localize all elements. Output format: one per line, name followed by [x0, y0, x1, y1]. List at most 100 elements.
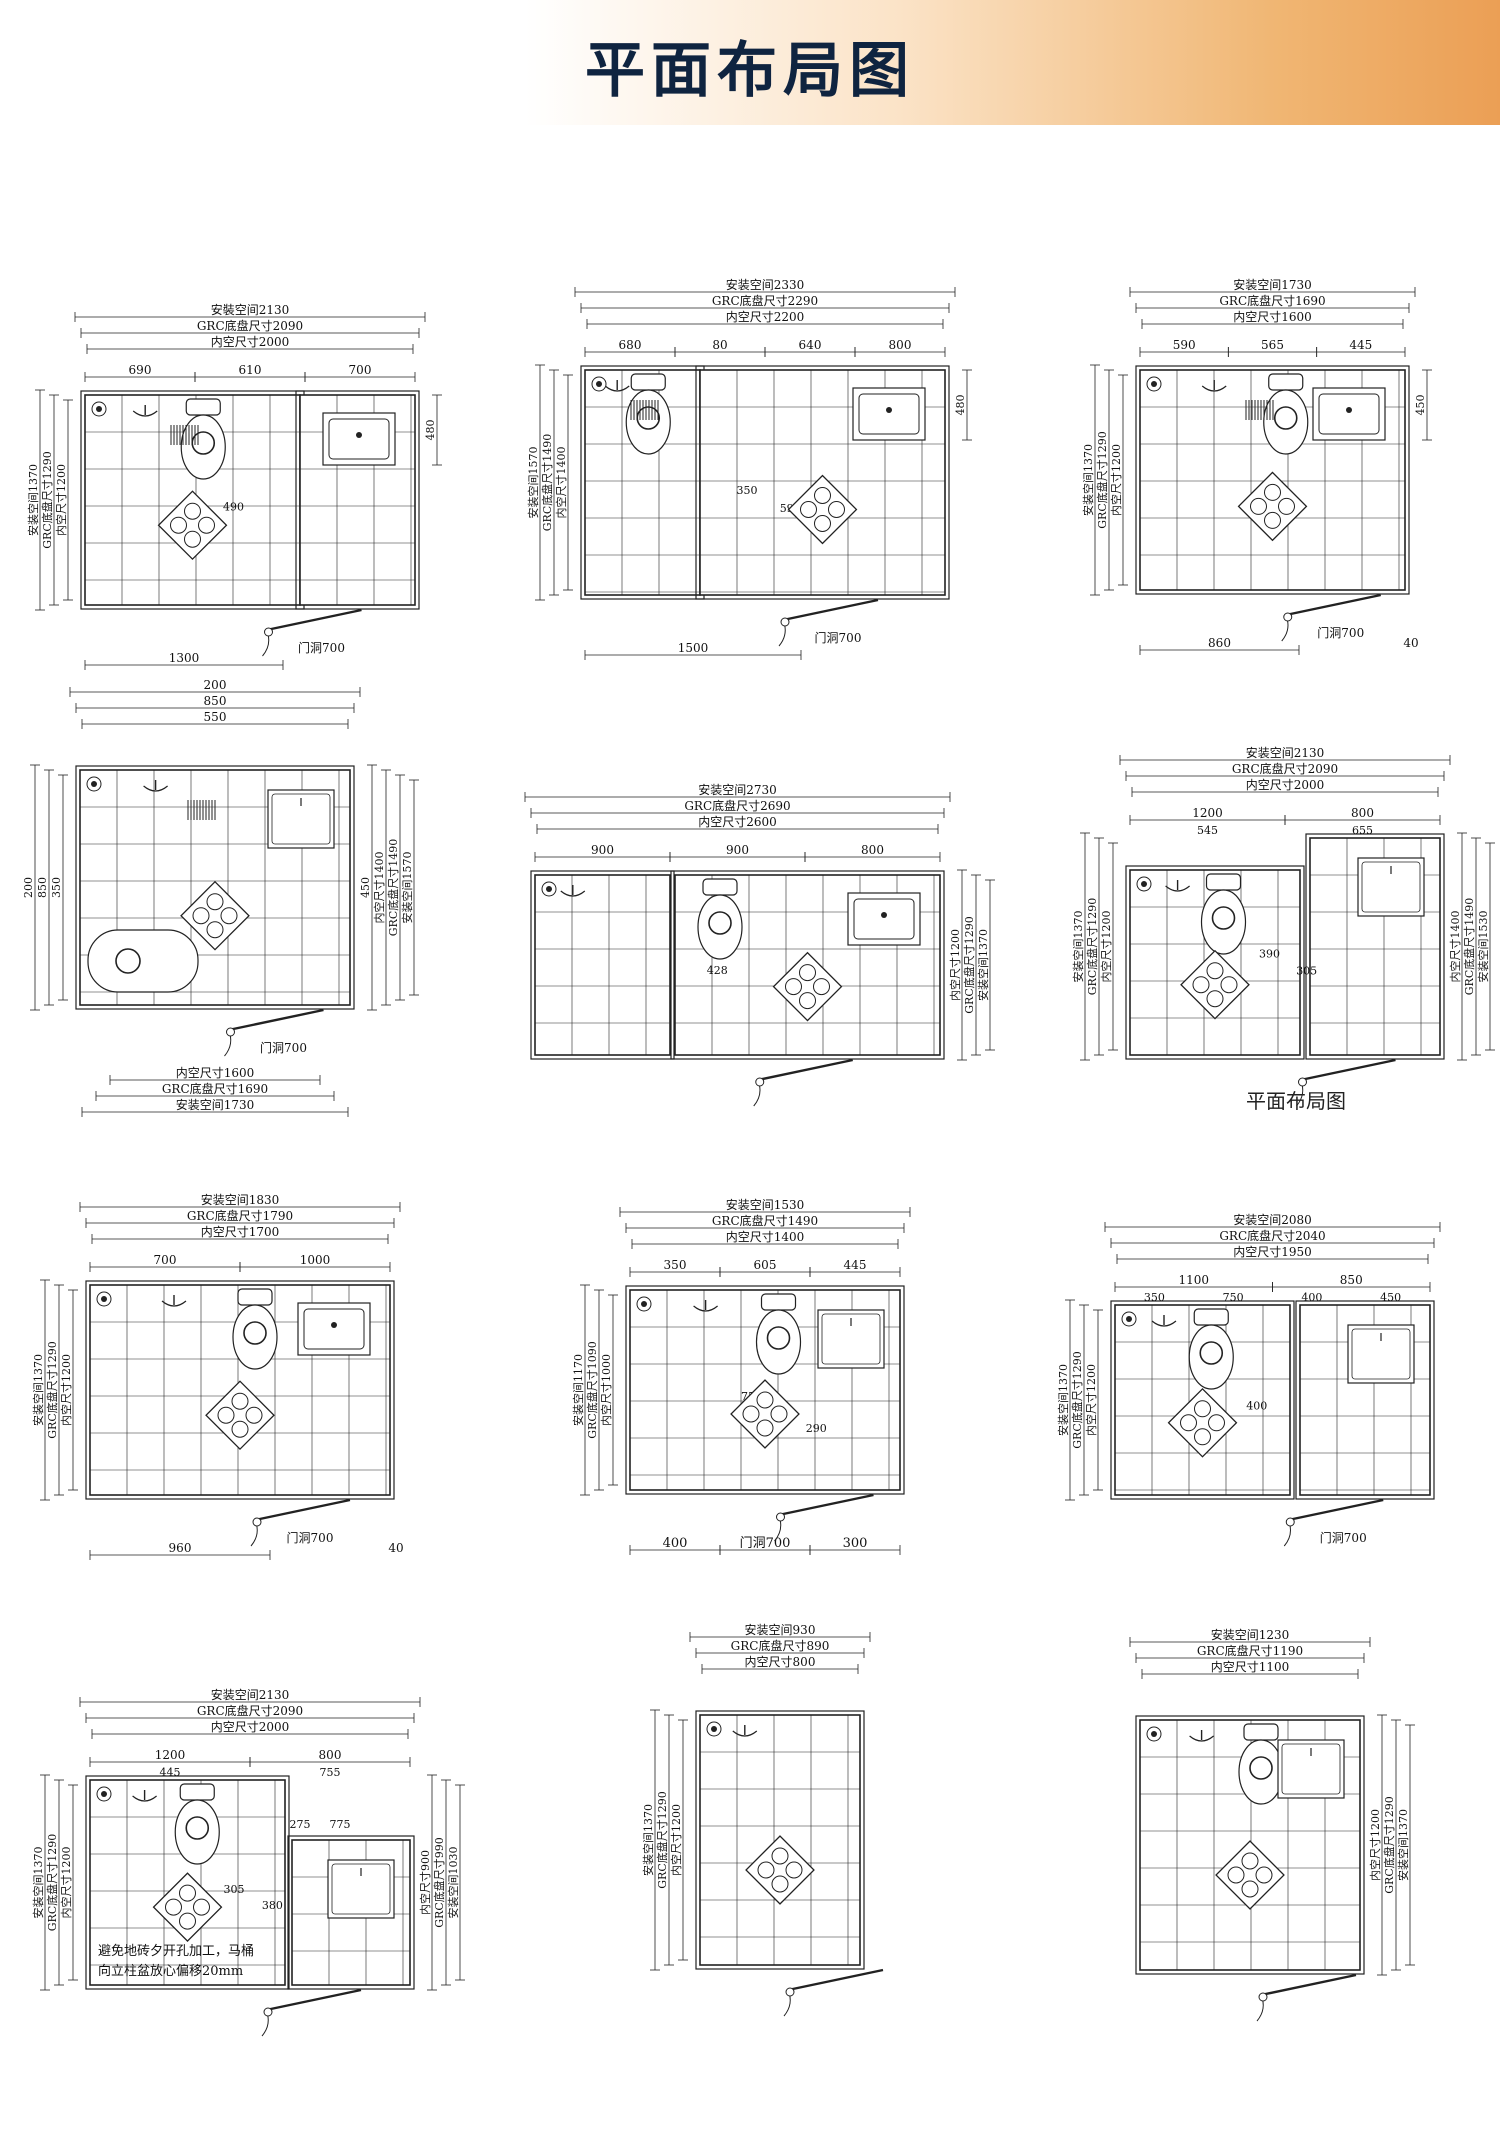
door-hinge	[1258, 1992, 1268, 2002]
shower-icon	[179, 1912, 196, 1930]
shower-icon	[785, 978, 802, 996]
door-icon	[261, 1988, 362, 2037]
floor-drain-icon	[101, 1791, 107, 1797]
dimension-label: GRC底盘尺寸1490	[712, 1213, 818, 1228]
door-icon	[1256, 1973, 1357, 2022]
room-outer-wall	[1135, 1715, 1365, 1975]
dimension-label: GRC底盘尺寸1290	[1095, 431, 1109, 528]
toilet-icon	[1193, 1308, 1229, 1326]
dimension-label: GRC底盘尺寸2090	[197, 318, 303, 333]
door-icon	[753, 1058, 853, 1107]
floor-drain-icon	[641, 1301, 647, 1307]
dimension-label: 向立柱盆放心偏移20mm	[98, 1963, 243, 1979]
cabinet-icon	[331, 1863, 391, 1915]
room-outer-wall	[85, 1775, 290, 1990]
shower-icon	[1220, 976, 1238, 994]
dimension-label: 900	[591, 843, 614, 857]
dimension-label: GRC底盘尺寸2290	[712, 293, 818, 308]
toilet-icon	[1263, 389, 1309, 455]
dimension-label: GRC底盘尺寸1290	[1382, 1796, 1396, 1893]
basin-icon	[161, 1300, 187, 1307]
floor-drain-icon	[101, 1296, 107, 1302]
basin-icon	[693, 1305, 718, 1312]
floor-drain-icon	[96, 406, 102, 412]
dimension-label: 550	[204, 710, 227, 724]
shower-icon	[828, 501, 845, 518]
drawing-line	[757, 1058, 853, 1082]
dimension-label: 400	[1301, 1291, 1322, 1304]
dimension-label: 200	[22, 877, 35, 898]
dimension-label: 1200	[155, 1748, 186, 1762]
room-inner-wall	[534, 874, 671, 1056]
dimension-label: 490	[223, 501, 244, 514]
dimension-label: 门洞700	[298, 640, 345, 655]
dimension-label: 450	[1414, 395, 1427, 416]
drawing-line	[254, 1498, 351, 1522]
basin-icon	[560, 890, 586, 897]
dimension-label: 850	[1340, 1273, 1363, 1287]
dimension-label: GRC底盘尺寸1290	[962, 916, 976, 1013]
sink-icon	[1312, 387, 1386, 441]
dimension-label: 445	[844, 1258, 867, 1272]
dimension-label: 655	[1352, 824, 1373, 837]
door-hinge	[1298, 1077, 1307, 1087]
dimension-label: 300	[843, 1536, 868, 1551]
room-outer-wall	[625, 1285, 905, 1495]
dimension-label: 445	[1349, 338, 1372, 352]
floor-drain-icon	[1126, 1316, 1132, 1322]
dimension-label: 安装空间1170	[571, 1354, 585, 1426]
shower-icon	[742, 1405, 760, 1423]
basin-icon	[132, 410, 158, 417]
dimension-label: 275	[290, 1818, 311, 1831]
dimension-label: 内空尺寸1400	[1448, 911, 1462, 983]
drawing-line	[778, 1493, 874, 1517]
dimension-label: 内空尺寸1200	[1109, 444, 1123, 516]
shower-icon	[1167, 1387, 1238, 1458]
dimension-label: 内空尺寸1200	[1368, 1809, 1382, 1881]
shower-icon	[1227, 1866, 1245, 1884]
door-hinge	[263, 2007, 273, 2017]
room-outer-wall	[695, 1710, 865, 1970]
shower-icon	[170, 516, 187, 534]
room-outer-wall	[75, 765, 355, 1010]
toilet-icon	[708, 911, 732, 935]
dimension-label: 内空尺寸2000	[211, 1720, 290, 1734]
dimension-label: 安装空间1370	[1081, 444, 1095, 516]
shower-icon	[730, 1379, 800, 1449]
dimension-label: 400	[1246, 1400, 1267, 1413]
shower-icon	[799, 964, 816, 982]
dimension-label: 门洞700	[1317, 625, 1364, 640]
dimension-label: 门洞700	[1320, 1530, 1367, 1545]
shower-icon	[1255, 1866, 1273, 1884]
shower-icon	[205, 1380, 275, 1451]
shower-icon	[165, 1898, 182, 1916]
room-outer-wall	[1135, 365, 1410, 595]
room-outer-wall	[695, 365, 950, 600]
dimension-label: 避免地砖夕开孔加工，马桶	[98, 1944, 254, 1959]
drawing-line	[1288, 1498, 1384, 1522]
dimension-label: 安装空间1570	[400, 852, 414, 924]
shower-icon	[745, 1835, 815, 1905]
dimension-label: 安装空间1370	[641, 1804, 655, 1876]
dimension-label: GRC底盘尺寸990	[432, 1837, 446, 1927]
shower-icon	[745, 1835, 815, 1905]
dimension-label: 安装空间2730	[698, 782, 777, 797]
shower-icon	[180, 880, 250, 951]
shower-icon	[1264, 483, 1281, 501]
dimension-label: 40	[1403, 636, 1418, 650]
dimension-label: 安装空间1370	[1396, 1809, 1410, 1881]
shower-icon	[1180, 949, 1250, 1020]
door-hinge	[1285, 1517, 1295, 1527]
shower-icon	[157, 490, 228, 561]
dimension-label: 安装空间1370	[1071, 911, 1085, 983]
sink-icon	[297, 1302, 371, 1356]
toilet-icon	[232, 1304, 278, 1370]
shower-icon	[813, 978, 830, 996]
door-hinge	[1283, 612, 1293, 622]
plan-caption: 平面布局图	[1246, 1089, 1346, 1113]
dimension-label: 690	[129, 363, 152, 377]
dimension-label: GRC底盘尺寸890	[731, 1638, 830, 1653]
